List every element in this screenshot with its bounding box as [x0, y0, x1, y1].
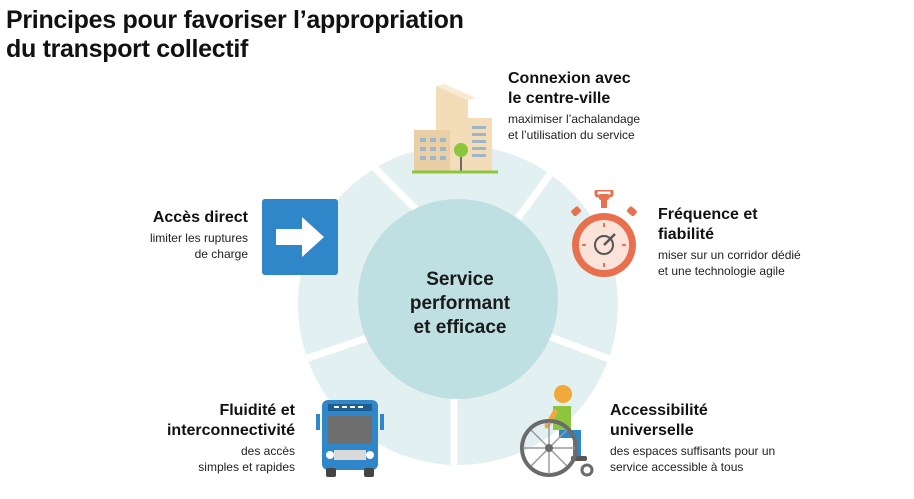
bus-icon: [316, 400, 384, 477]
stopwatch-icon: [571, 190, 637, 277]
principle-direct: Accès direct limiter les ruptures de cha…: [100, 208, 248, 262]
arrow-right-icon: [262, 199, 338, 275]
connexion-heading-line-2: le centre-ville: [508, 90, 611, 107]
connexion-desc-line-2: et l’utilisation du service: [508, 128, 635, 142]
frequence-desc-line-2: et une technologie agile: [658, 264, 785, 278]
accessibilite-desc-line-2: service accessible à tous: [610, 460, 744, 474]
frequence-heading-line-2: fiabilité: [658, 226, 715, 243]
fluidite-heading: Fluidité et interconnectivité: [110, 401, 295, 441]
buildings-icon: [412, 84, 498, 174]
fluidite-desc-line-1: des accès: [240, 444, 295, 458]
diagram-title: Principes pour favoriser l’appropriation…: [6, 6, 464, 64]
direct-heading-line-1: Accès direct: [152, 209, 248, 226]
title-line-2: du transport collectif: [6, 35, 249, 63]
accessibilite-heading-line-1: Accessibilité: [610, 402, 708, 419]
frequence-description: miser sur un corridor dédié et une techn…: [658, 247, 898, 279]
fluidite-heading-line-2: interconnectivité: [166, 422, 295, 439]
fluidite-desc-line-2: simples et rapides: [198, 460, 295, 474]
connexion-description: maximiser l’achalandage et l’utilisation…: [508, 111, 708, 143]
connexion-desc-line-1: maximiser l’achalandage: [508, 112, 641, 126]
direct-description: limiter les ruptures de charge: [100, 230, 248, 262]
center-label: Service performant et efficace: [365, 268, 555, 340]
center-line-1: Service: [426, 269, 494, 290]
principle-accessibilite: Accessibilité universelle des espaces su…: [610, 401, 870, 475]
wheelchair-icon: [520, 385, 594, 477]
connexion-heading: Connexion avec le centre-ville: [508, 69, 708, 109]
frequence-heading-line-1: Fréquence et: [658, 206, 758, 223]
principle-fluidite: Fluidité et interconnectivité des accès …: [110, 401, 295, 475]
center-line-3: et efficace: [413, 317, 507, 338]
principle-connexion: Connexion avec le centre-ville maximiser…: [508, 69, 708, 143]
frequence-desc-line-1: miser sur un corridor dédié: [658, 248, 801, 262]
fluidite-heading-line-1: Fluidité et: [219, 402, 295, 419]
direct-heading: Accès direct: [100, 208, 248, 228]
accessibilite-heading-line-2: universelle: [610, 422, 694, 439]
center-line-2: performant: [409, 293, 511, 314]
center-circle: [358, 199, 558, 399]
principle-frequence: Fréquence et fiabilité miser sur un corr…: [658, 205, 898, 279]
fluidite-description: des accès simples et rapides: [110, 443, 295, 475]
direct-desc-line-2: de charge: [194, 247, 248, 261]
title-line-1: Principes pour favoriser l’appropriation: [6, 6, 464, 34]
accessibilite-heading: Accessibilité universelle: [610, 401, 870, 441]
connexion-heading-line-1: Connexion avec: [508, 70, 631, 87]
direct-desc-line-1: limiter les ruptures: [149, 231, 248, 245]
frequence-heading: Fréquence et fiabilité: [658, 205, 898, 245]
accessibilite-desc-line-1: des espaces suffisants pour un: [610, 444, 776, 458]
accessibilite-description: des espaces suffisants pour un service a…: [610, 443, 870, 475]
